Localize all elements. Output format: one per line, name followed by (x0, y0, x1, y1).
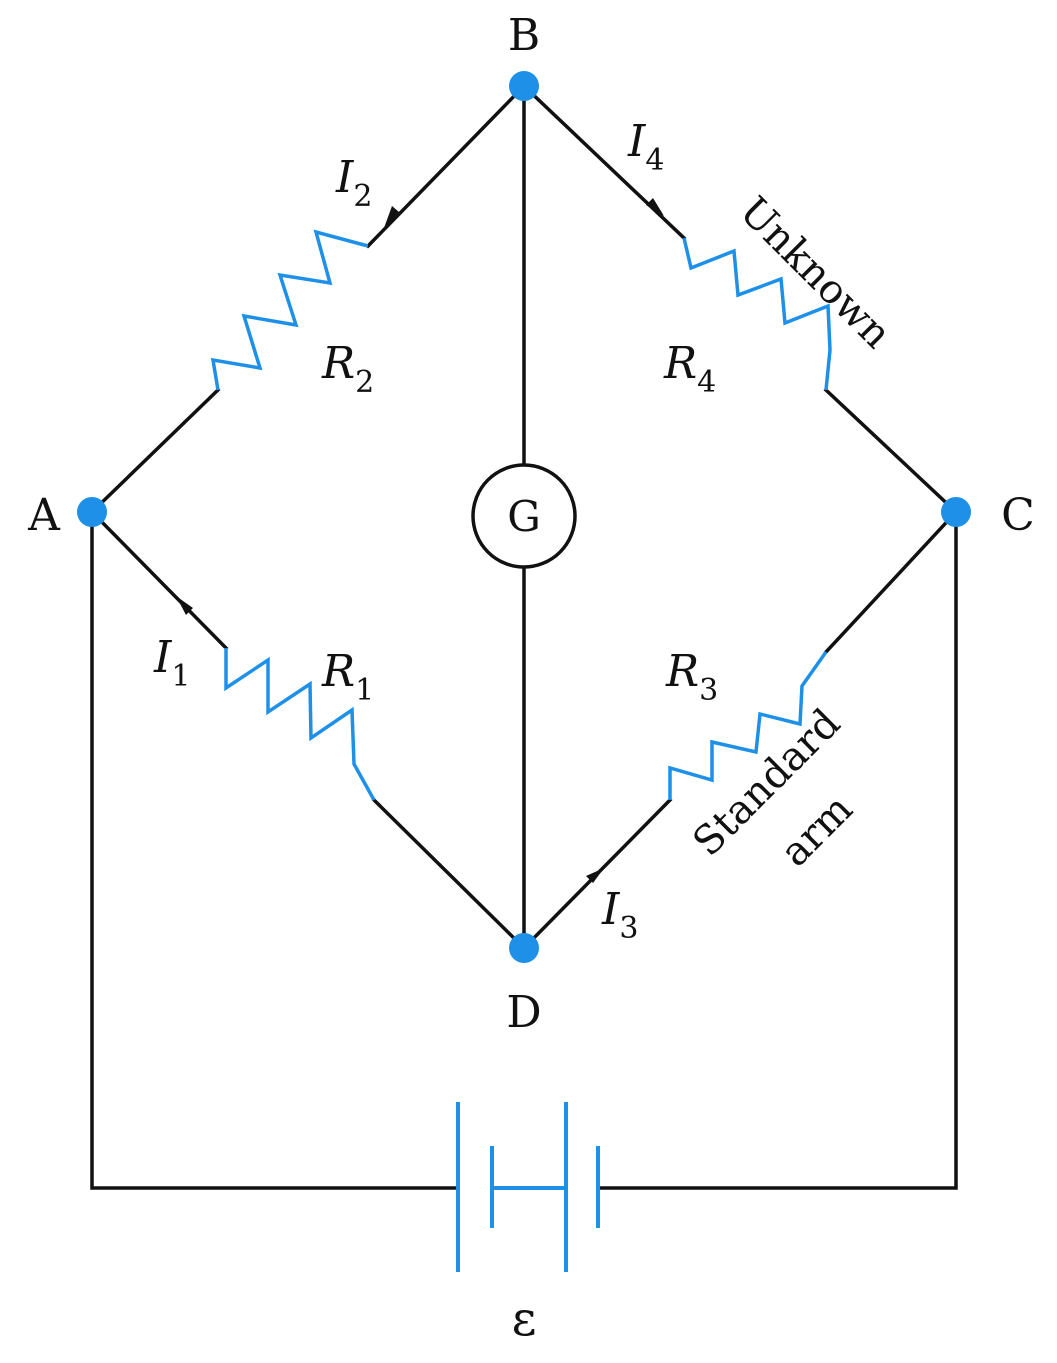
current-symbol-i3: I (601, 884, 621, 935)
wire-a-r2 (89, 387, 221, 515)
wire-r4-c (823, 387, 959, 515)
current-arrow-i3 (586, 868, 604, 883)
battery-emf-label: ε (512, 1291, 537, 1347)
wire-c-battery (596, 510, 958, 1190)
wire-r2-b (365, 83, 527, 249)
resistor-sub-r3: 3 (699, 673, 718, 708)
resistor-sub-r4: 4 (697, 365, 716, 400)
node-label-a: A (27, 490, 61, 541)
resistor-symbol-r2: R (321, 338, 355, 389)
resistor-symbol-r3: R (665, 646, 699, 697)
standard-arm-label-line2: arm (772, 786, 862, 876)
node-label-b: B (508, 10, 540, 61)
resistor-sub-r2: 2 (355, 365, 374, 400)
current-symbol-i2: I (335, 152, 355, 203)
current-sub-i1: 1 (171, 659, 190, 694)
resistor-r4 (682, 237, 832, 391)
resistor-r3 (668, 650, 828, 800)
current-sub-i2: 2 (353, 179, 372, 214)
wire-b-r4 (521, 83, 687, 241)
resistor-r1 (224, 648, 376, 801)
battery (456, 1102, 600, 1272)
current-sub-i4: 4 (645, 143, 664, 178)
resistor-symbol-r4: R (663, 338, 697, 389)
current-sub-i3: 3 (619, 911, 638, 946)
resistor-label-r3: R3 (665, 646, 718, 708)
node-label-d: D (506, 987, 541, 1038)
wire-r3-c (823, 509, 959, 655)
node-a (77, 497, 107, 527)
node-label-c: C (1001, 490, 1035, 541)
resistor-label-r1: R1 (321, 646, 374, 708)
galvanometer (471, 463, 577, 569)
galvanometer-label: G (507, 492, 541, 541)
wire-a-battery (90, 510, 460, 1190)
current-label-i3: I3 (601, 884, 638, 946)
resistor-symbol-r1: R (321, 646, 355, 697)
current-label-i2: I2 (335, 152, 372, 214)
current-arrow-i2 (384, 206, 399, 228)
resistor-label-r2: R2 (321, 338, 374, 400)
node-b (509, 71, 539, 101)
resistor-label-r4: R4 (663, 338, 716, 400)
node-c (941, 497, 971, 527)
wire-r1-d (371, 797, 527, 951)
current-label-i4: I4 (627, 116, 664, 178)
wire-a-r1 (89, 509, 229, 651)
resistor-r2 (210, 229, 369, 391)
node-d (509, 933, 539, 963)
current-symbol-i1: I (153, 632, 173, 683)
current-label-i1: I1 (153, 632, 190, 694)
current-arrow-i1 (176, 596, 193, 615)
current-symbol-i4: I (627, 116, 647, 167)
current-arrow-i4 (646, 198, 664, 216)
unknown-label: Unknown (730, 188, 899, 357)
resistor-sub-r1: 1 (355, 673, 374, 708)
